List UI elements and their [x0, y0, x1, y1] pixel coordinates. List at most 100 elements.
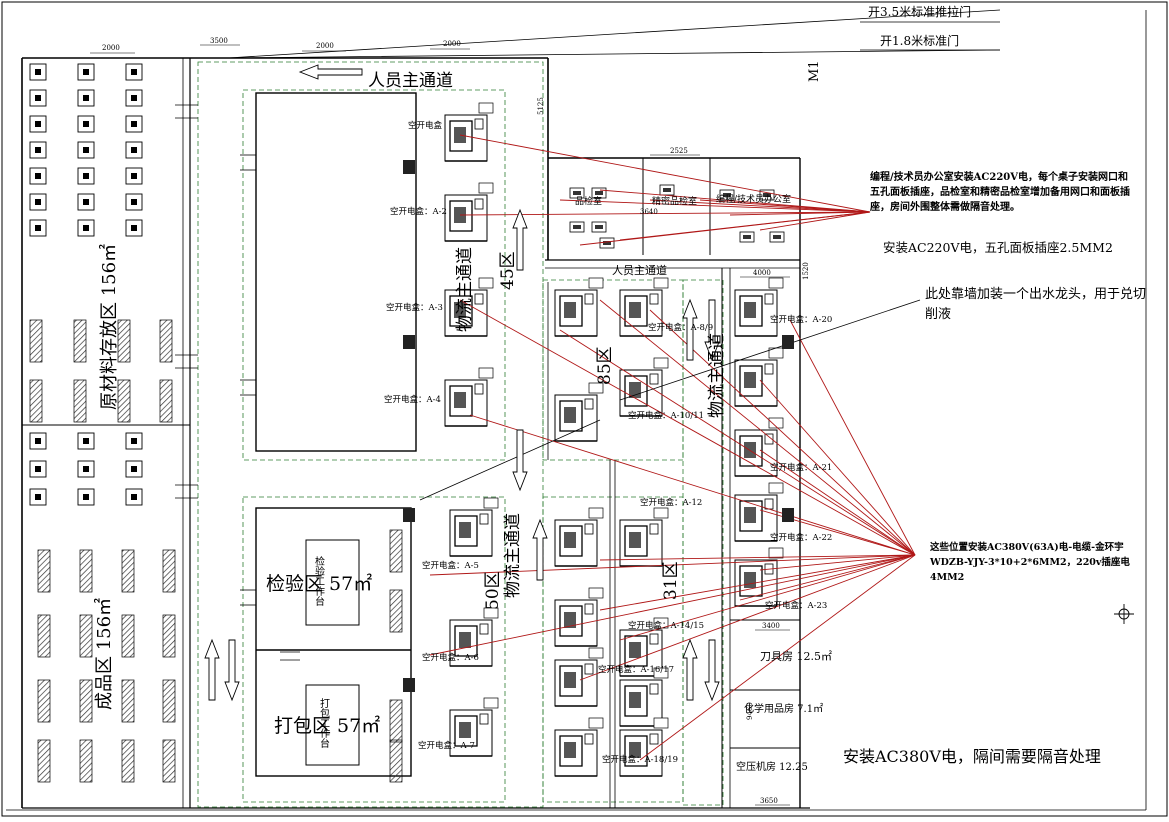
dim-2000-a: 2000	[102, 44, 120, 52]
rack-unit	[77, 488, 95, 506]
rack-unit	[29, 219, 47, 237]
hatched-shelf	[79, 739, 93, 783]
ac380-note: 这些位置安装AC380V(63A)电-电缆-金环宇WDZB-YJY-3*10+2…	[930, 542, 1130, 583]
cnc-machine	[554, 507, 604, 567]
dim-2525: 2525	[670, 147, 688, 155]
inspection-table-label: 检验工作台	[313, 555, 325, 607]
rack-unit	[125, 460, 143, 478]
zone-45: 45区	[498, 251, 518, 290]
hatched-shelf	[389, 739, 403, 783]
breaker-label: 空开电盒：A-2	[390, 206, 447, 217]
dim-5125: 5125	[537, 97, 545, 115]
office-desk	[591, 221, 607, 233]
hatched-shelf	[37, 549, 51, 593]
dim-2000-c: 2000	[443, 40, 461, 48]
hatched-shelf	[29, 319, 43, 363]
cnc-machine	[554, 587, 604, 647]
breaker-label: 空开电盒：A-10/11	[628, 410, 704, 421]
hatched-shelf	[162, 739, 176, 783]
hatched-shelf	[121, 739, 135, 783]
rack-unit	[77, 432, 95, 450]
cnc-machine	[619, 357, 669, 417]
breaker-label: 空开电盒：A-22	[770, 532, 832, 543]
hatched-shelf	[121, 614, 135, 658]
office-desk	[739, 231, 755, 243]
building-walls	[21, 57, 810, 809]
rack-unit	[29, 141, 47, 159]
rack-unit	[125, 115, 143, 133]
cnc-machine	[449, 697, 499, 757]
cnc-machine	[444, 367, 494, 427]
hatched-shelf	[73, 379, 87, 423]
raw-material-racks	[29, 63, 143, 237]
rack-unit	[29, 63, 47, 81]
rack-unit	[77, 219, 95, 237]
hatched-shelf	[389, 699, 403, 743]
breaker-label: 空开电盒：A-14/15	[628, 620, 704, 631]
dim-3640: 3640	[640, 208, 658, 216]
zone-packing: 打包区 57㎡	[274, 714, 380, 737]
rack-unit	[125, 141, 143, 159]
breaker-label: 空开电盒：A-21	[770, 462, 832, 473]
power-wiring-lines	[419, 134, 921, 761]
rack-unit	[125, 193, 143, 211]
breaker-label: 空开电盒：A-12	[640, 497, 702, 508]
breaker-label: 空开电盒：A-18/19	[602, 754, 678, 765]
cnc-machine	[449, 607, 499, 667]
breaker-label: 空开电盒：A-20	[770, 314, 832, 325]
office-desk	[659, 184, 675, 196]
dashed-zones	[197, 61, 724, 808]
zone-85: 85区	[595, 346, 615, 385]
dim-3650: 3650	[760, 797, 778, 805]
cnc-machine	[554, 382, 604, 442]
breaker-label: 空开电盒：A-7	[418, 740, 475, 751]
flow-arrows	[204, 64, 720, 702]
dimension-marks	[90, 44, 790, 806]
faucet-note: 此处靠墙加装一个出水龙头，用于兑切削液	[925, 287, 1147, 322]
breaker-label: 空开电盒：A-3	[386, 302, 443, 313]
breaker-label: 空开电盒：A-8/9	[648, 322, 713, 333]
hatched-shelf	[162, 614, 176, 658]
rack-unit	[77, 460, 95, 478]
cnc-machine	[554, 647, 604, 707]
rack-unit	[77, 141, 95, 159]
breaker-label: 空开电盒：A-5	[422, 560, 479, 571]
cnc-machine	[734, 347, 784, 407]
zone-31: 31区	[661, 561, 681, 600]
office-desk	[569, 187, 585, 199]
rack-unit	[77, 167, 95, 185]
breaker-label: 空开电盒	[408, 120, 443, 131]
target-symbol	[1114, 604, 1134, 624]
room-outlines	[255, 92, 616, 808]
door-lines	[227, 9, 1001, 59]
office-desk	[569, 221, 585, 233]
cnc-machine	[444, 102, 494, 162]
breaker-label: 空开电盒：A-6	[422, 652, 479, 663]
hatched-shelf	[162, 679, 176, 723]
corridor-logistics-3: 物流主通道	[503, 513, 523, 598]
corridor-personnel-mid: 人员主通道	[612, 263, 667, 277]
rack-unit	[125, 63, 143, 81]
room-quality: 品检室	[575, 195, 602, 207]
inspection-table	[305, 539, 360, 626]
rack-unit	[125, 167, 143, 185]
hatched-shelf	[162, 549, 176, 593]
door-35-label: 开3.5米标准推拉门	[868, 4, 971, 19]
zone-inspection: 检验区 57㎡	[266, 572, 372, 595]
hatched-shelves	[29, 319, 403, 783]
cnc-machine	[734, 547, 784, 607]
zone-air-room: 空压机房 12.25	[736, 760, 808, 773]
zone-chem-room: 化学用品房 7.1㎡	[744, 702, 823, 715]
hatched-shelf	[389, 529, 403, 573]
hatched-shelf	[117, 319, 131, 363]
breaker-box-labels: 空开电盒空开电盒：A-2空开电盒：A-3空开电盒：A-4空开电盒：A-5空开电盒…	[384, 120, 832, 765]
corridor-personnel-top: 人员主通道	[368, 71, 453, 91]
m1-label: M1	[807, 60, 822, 82]
cnc-machine	[554, 717, 604, 777]
rack-unit	[77, 193, 95, 211]
zone-50: 50区	[483, 571, 503, 610]
cnc-machine	[619, 277, 669, 337]
office-desk	[769, 231, 785, 243]
